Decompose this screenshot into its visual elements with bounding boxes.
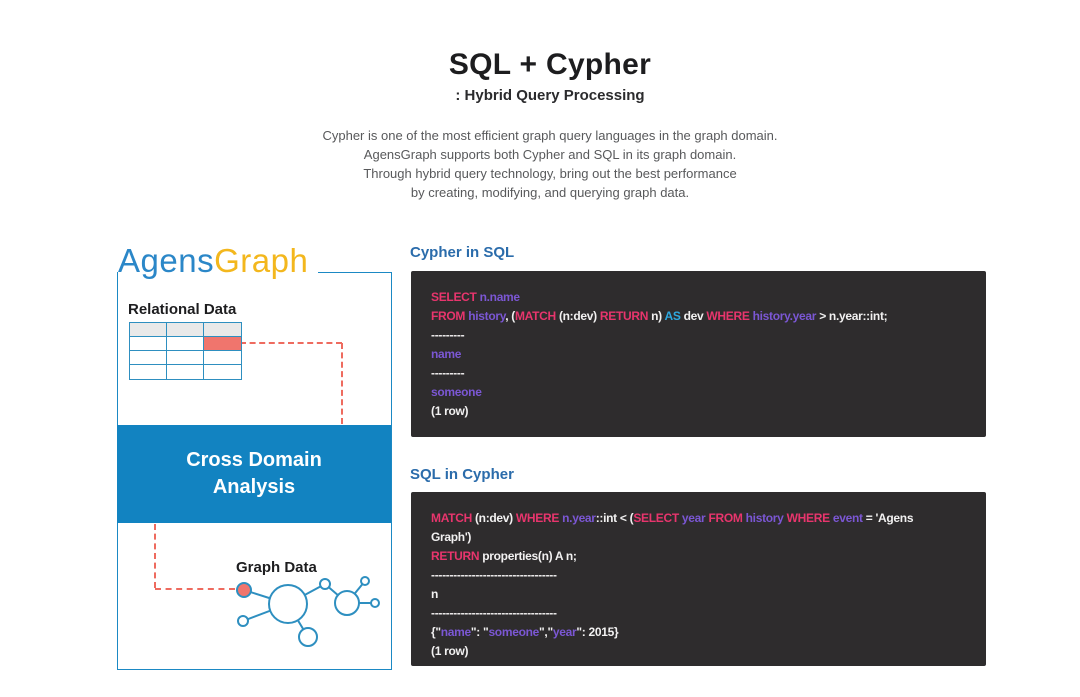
graph-node-highlight (236, 582, 252, 598)
cross-domain-label-line1: Cross Domain (186, 449, 322, 471)
table-cell (167, 323, 204, 337)
code-line: (1 row) (431, 404, 469, 418)
graph-node (268, 584, 308, 624)
dashed-connector-top-vertical (341, 343, 343, 424)
code-line: someone (431, 385, 482, 399)
table-cell (130, 323, 167, 337)
cross-domain-analysis-band: Cross Domain Analysis (117, 425, 391, 523)
code-line: ---------------------------------- (431, 606, 557, 620)
page-description: Cypher is one of the most efficient grap… (10, 126, 1080, 202)
code-line: RETURN properties(n) A n; (431, 549, 577, 563)
graph-node (360, 576, 370, 586)
code-line: n (431, 587, 439, 601)
description-line: by creating, modifying, and querying gra… (410, 185, 690, 200)
code-line: (1 row) (431, 644, 469, 658)
table-cell (130, 365, 167, 379)
description-line: Cypher is one of the most efficient grap… (322, 128, 778, 143)
graph-node (298, 627, 318, 647)
code-block-sql-in-cypher: MATCH (n:dev) WHERE n.year::int < (SELEC… (411, 492, 986, 666)
table-cell (204, 351, 241, 365)
dashed-connector-bottom-vertical (154, 524, 156, 588)
code-line: --------- (431, 366, 465, 380)
code-line: ---------------------------------- (431, 568, 557, 582)
logo-text-graph: Graph (214, 242, 309, 279)
cypher-in-sql-heading: Cypher in SQL (410, 244, 515, 261)
graph-node (319, 578, 331, 590)
graph-node (237, 615, 249, 627)
agensgraph-logo: AgensGraph (118, 242, 319, 284)
page-subtitle: : Hybrid Query Processing (455, 87, 645, 104)
table-cell (130, 351, 167, 365)
graph-data-label: Graph Data (236, 559, 317, 576)
dashed-connector-top-horizontal (240, 342, 342, 344)
table-cell (204, 323, 241, 337)
code-line: FROM history, (MATCH (n:dev) RETURN n) A… (431, 309, 888, 323)
code-line: SELECT n.name (431, 290, 520, 304)
description-line: AgensGraph supports both Cypher and SQL … (363, 147, 737, 162)
table-cell (204, 365, 241, 379)
table-cell (167, 365, 204, 379)
table-cell (167, 351, 204, 365)
dashed-connector-bottom-horizontal (155, 588, 235, 590)
graph-node (334, 590, 360, 616)
logo-text-agens: Agens (118, 242, 215, 279)
relational-table (129, 322, 242, 380)
relational-data-label: Relational Data (128, 301, 237, 318)
cross-domain-label-line2: Analysis (212, 476, 296, 498)
code-line: Graph') (431, 530, 472, 544)
page-title: SQL + Cypher (448, 48, 652, 81)
graph-node (370, 598, 380, 608)
table-cell (130, 337, 167, 351)
code-line: --------- (431, 328, 465, 342)
code-line: {"name": "someone","year": 2015} (431, 625, 619, 639)
code-line: name (431, 347, 462, 361)
graph-diagram (236, 576, 380, 647)
code-line: MATCH (n:dev) WHERE n.year::int < (SELEC… (431, 511, 914, 525)
description-line: Through hybrid query technology, bring o… (363, 166, 737, 181)
table-cell (204, 337, 241, 351)
table-cell (167, 337, 204, 351)
sql-in-cypher-heading: SQL in Cypher (410, 466, 514, 483)
